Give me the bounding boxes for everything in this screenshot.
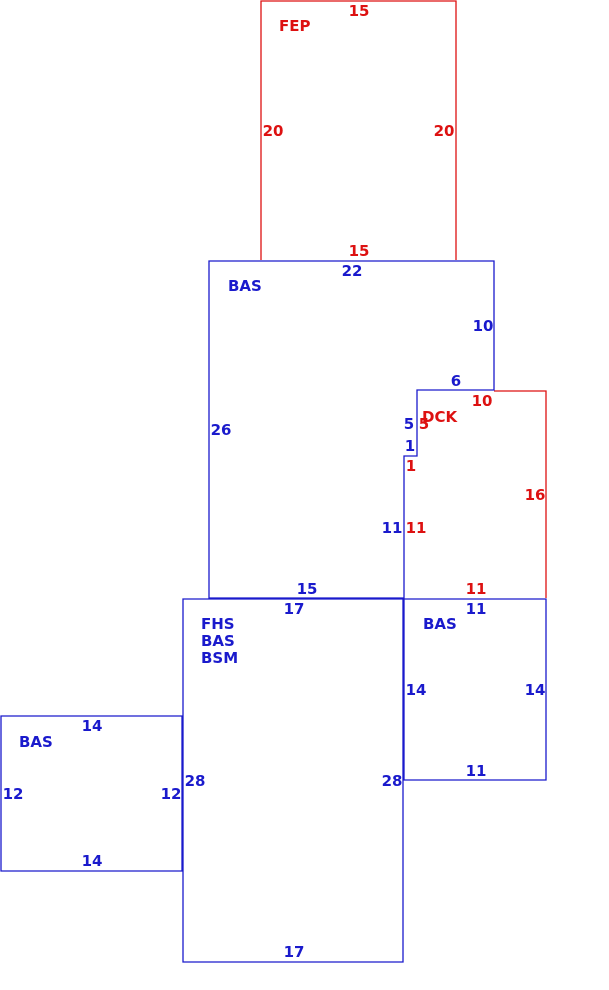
bas-main-label: BAS [228, 277, 262, 295]
fhs-outline [182, 598, 404, 963]
dim-bas-inner: 11 [382, 519, 403, 537]
dim-bas-notch-b: 1 [405, 437, 415, 455]
dim-bas-top: 22 [342, 262, 363, 280]
dim-fep-bottom: 15 [349, 242, 370, 260]
dim-basr-left: 14 [406, 681, 427, 699]
fhs-label-1: FHS [201, 615, 235, 633]
dim-bas-left: 26 [211, 421, 232, 439]
dim-dck-b: 1 [406, 457, 416, 475]
dim-dck-right: 16 [525, 486, 546, 504]
dim-basr-bottom: 11 [466, 762, 487, 780]
fep-label: FEP [279, 17, 311, 35]
dim-bas-notch-top: 6 [451, 372, 461, 390]
fhs-label-3: BSM [201, 649, 238, 667]
dim-bas-right: 10 [473, 317, 494, 335]
bas-left-outline [0, 715, 183, 872]
dim-basr-top: 11 [466, 600, 487, 618]
dim-fhs-left: 28 [185, 772, 206, 790]
dim-dck-top: 10 [472, 392, 493, 410]
dim-basl-left: 12 [3, 785, 24, 803]
bas-right-outline [403, 598, 547, 781]
dim-fhs-bottom: 17 [284, 943, 305, 961]
dim-bas-bottom: 15 [297, 580, 318, 598]
dim-bas-notch-a: 5 [404, 415, 414, 433]
bas-left-label: BAS [19, 733, 53, 751]
bas-right-label: BAS [423, 615, 457, 633]
dim-fep-top: 15 [349, 2, 370, 20]
bas-main-outline [208, 260, 495, 599]
dim-basl-top: 14 [82, 717, 103, 735]
dim-basl-right: 12 [161, 785, 182, 803]
dim-basr-right: 14 [525, 681, 546, 699]
dim-basl-bottom: 14 [82, 852, 103, 870]
dim-fhs-top: 17 [284, 600, 305, 618]
fep-outline [260, 0, 457, 260]
dck-outline [494, 390, 547, 598]
fhs-label-2: BAS [201, 632, 235, 650]
dim-dck-inner: 11 [406, 519, 427, 537]
dim-fhs-right: 28 [382, 772, 403, 790]
dim-dck-a: 5 [419, 415, 429, 433]
dim-fep-right: 20 [434, 122, 455, 140]
dck-label: DCK [422, 408, 458, 426]
dim-dck-bottom: 11 [466, 580, 487, 598]
dim-fep-left: 20 [263, 122, 284, 140]
